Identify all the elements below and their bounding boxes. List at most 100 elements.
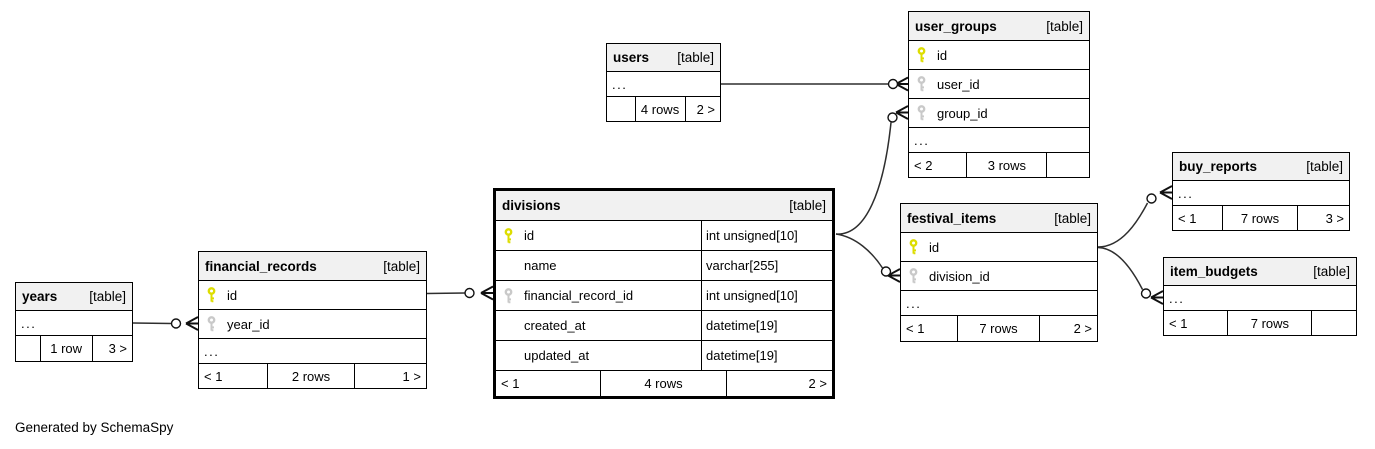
column-cell: updated_at bbox=[496, 341, 701, 370]
column-row-created_at: created_at datetime[19] bbox=[496, 311, 832, 341]
table-name: financial_records bbox=[205, 258, 317, 274]
column-cell: ... bbox=[607, 72, 720, 96]
footer-right-cell: 1 > bbox=[402, 368, 421, 384]
column-name: ... bbox=[1169, 290, 1185, 306]
footer-center-cell: 4 rows bbox=[601, 371, 727, 396]
column-name: ... bbox=[906, 295, 922, 311]
column-row-id: id bbox=[909, 41, 1089, 70]
column-name: year_id bbox=[227, 316, 270, 332]
column-type: datetime[19] bbox=[701, 311, 832, 340]
foreign-key-icon bbox=[496, 287, 524, 304]
footer-left-cell: < 1 bbox=[1164, 311, 1229, 335]
more-columns-row: ... bbox=[901, 291, 1097, 316]
column-name: name bbox=[524, 258, 557, 273]
column-cell: ... bbox=[199, 339, 426, 363]
generated-by-note: Generated by SchemaSpy bbox=[15, 420, 174, 435]
table-type-tag: [table] bbox=[677, 50, 714, 65]
footer-left-cell: < 2 bbox=[909, 153, 968, 177]
footer-left-cell: < 1 bbox=[496, 371, 602, 396]
column-cell: ... bbox=[1164, 286, 1356, 310]
footer-left-cell: < 1 bbox=[199, 364, 269, 388]
column-cell: created_at bbox=[496, 311, 701, 340]
footer-left-cell bbox=[607, 97, 636, 121]
column-name: id bbox=[227, 287, 238, 303]
footer-right-cell bbox=[1312, 311, 1356, 335]
more-columns-row: ... bbox=[16, 311, 132, 336]
column-type: int unsigned[10] bbox=[701, 221, 832, 250]
footer-right-cell: 2 > bbox=[808, 376, 827, 391]
table-type-tag: [table] bbox=[1306, 159, 1343, 174]
foreign-key-icon bbox=[199, 316, 227, 332]
foreign-key-icon bbox=[901, 268, 929, 284]
column-name: financial_record_id bbox=[524, 288, 634, 303]
column-type: int unsigned[10] bbox=[701, 281, 832, 310]
column-name: ... bbox=[914, 132, 930, 148]
footer-left-cell: < 1 bbox=[1173, 206, 1224, 230]
column-name: id bbox=[937, 47, 948, 63]
column-name: ... bbox=[612, 76, 628, 92]
column-row-id: id bbox=[901, 233, 1097, 262]
more-columns-row: ... bbox=[607, 72, 720, 97]
column-cell: financial_record_id bbox=[496, 281, 701, 310]
more-columns-row: ... bbox=[1164, 286, 1356, 311]
table-users[interactable]: users [table]... 4 rows 2 > bbox=[606, 43, 721, 122]
table-name: users bbox=[613, 50, 650, 65]
footer-left-cell: < 1 bbox=[901, 316, 959, 341]
column-row-financial_record_id: financial_record_id int unsigned[10] bbox=[496, 281, 832, 311]
footer-center-cell: 3 rows bbox=[967, 153, 1048, 177]
footer-right-cell: 2 > bbox=[696, 101, 715, 117]
table-header[interactable]: festival_items[table] bbox=[901, 204, 1097, 233]
column-cell: id bbox=[901, 233, 1097, 261]
table-user_groups[interactable]: user_groups[table]id user_id group_id... < … bbox=[908, 11, 1090, 178]
footer-right-cell: 3 > bbox=[1325, 210, 1344, 226]
table-type-tag: [table] bbox=[1046, 18, 1083, 34]
column-row-id: id bbox=[199, 281, 426, 310]
table-header[interactable]: financial_records [table] bbox=[199, 252, 426, 281]
table-header[interactable]: user_groups[table] bbox=[909, 12, 1089, 41]
footer-center-cell: 1 row bbox=[41, 336, 93, 361]
table-name: years bbox=[22, 289, 58, 304]
column-name: group_id bbox=[937, 105, 988, 121]
table-footer: 4 rows 2 > bbox=[607, 97, 720, 121]
column-row-name: name varchar[255] bbox=[496, 251, 832, 281]
column-cell: year_id bbox=[199, 310, 426, 338]
table-header[interactable]: item_budgets [table] bbox=[1164, 258, 1356, 286]
column-name: user_id bbox=[937, 76, 980, 92]
edge-divisions-festival_items bbox=[835, 233, 901, 283]
table-type-tag: [table] bbox=[1313, 264, 1350, 279]
table-type-tag: [table] bbox=[383, 258, 420, 274]
footer-right-cell: 2 > bbox=[1073, 321, 1092, 336]
column-cell: group_id bbox=[909, 99, 1089, 127]
foreign-key-icon bbox=[909, 105, 937, 121]
column-cell: id bbox=[909, 41, 1089, 69]
column-type: varchar[255] bbox=[701, 251, 832, 280]
more-columns-row: ... bbox=[909, 128, 1089, 153]
table-header[interactable]: users [table] bbox=[607, 44, 720, 72]
table-name: buy_reports bbox=[1179, 159, 1258, 174]
footer-center-cell: 7 rows bbox=[1223, 206, 1298, 230]
table-header[interactable]: divisions[table] bbox=[496, 191, 832, 221]
column-name: ... bbox=[1178, 185, 1194, 201]
edge-financial_records-divisions bbox=[426, 285, 494, 301]
column-name: created_at bbox=[524, 318, 586, 333]
table-type-tag: [table] bbox=[789, 198, 826, 213]
table-header[interactable]: buy_reports [table] bbox=[1173, 153, 1349, 181]
footer-center-cell: 4 rows bbox=[636, 97, 686, 121]
table-header[interactable]: years[table] bbox=[16, 283, 132, 311]
table-name: item_budgets bbox=[1170, 264, 1258, 279]
footer-center-cell: 2 rows bbox=[268, 364, 355, 388]
edge-divisions-user_groups bbox=[835, 105, 909, 235]
